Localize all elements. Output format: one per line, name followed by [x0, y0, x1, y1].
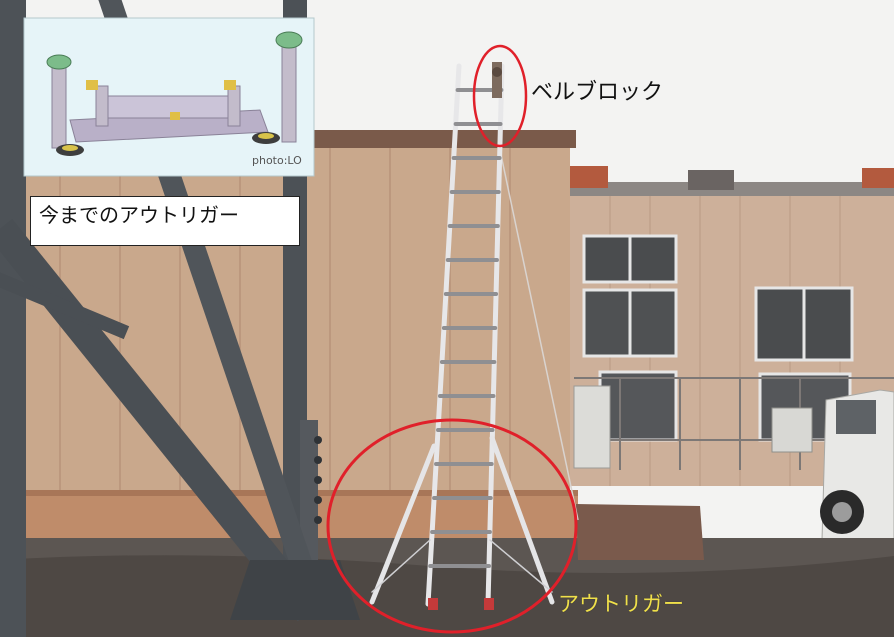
window — [754, 286, 854, 362]
bell-block-label: ベルブロック — [531, 80, 664, 105]
inset-photo — [23, 17, 315, 177]
window — [582, 288, 678, 358]
window — [582, 234, 678, 284]
extension-ladder — [425, 63, 505, 607]
outrigger-legs — [369, 435, 555, 610]
ac-unit — [573, 385, 611, 469]
right-building — [565, 166, 894, 486]
utility-box — [771, 407, 813, 453]
bell-block-highlight-circle — [472, 44, 528, 148]
parked-car — [820, 389, 894, 541]
guy-wire — [499, 149, 579, 521]
concrete-slab — [576, 504, 704, 560]
ground-shadow — [0, 555, 894, 637]
old-outrigger-caption: 今までのアウトリガー — [30, 196, 300, 246]
outrigger-label: アウトリガー — [558, 592, 684, 616]
photo-credit: photo:LO — [252, 154, 302, 167]
bell-block — [492, 62, 502, 98]
outrigger-highlight-circle — [326, 418, 578, 634]
